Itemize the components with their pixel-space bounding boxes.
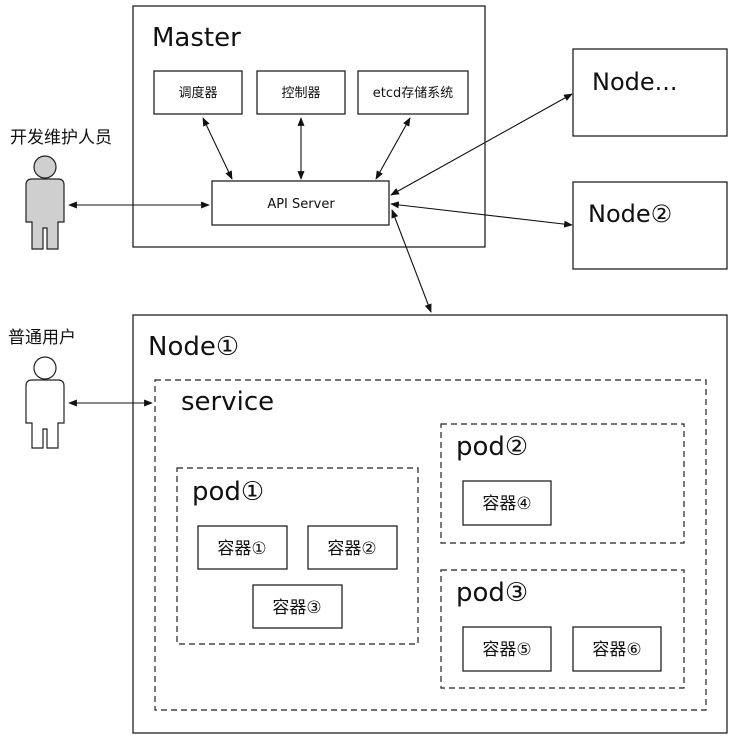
user-label: 普通用户 xyxy=(8,328,76,348)
arrow-api-node2 xyxy=(390,201,573,228)
pod3-label: pod③ xyxy=(456,578,528,608)
pod1-box: pod① 容器① 容器② 容器③ xyxy=(176,467,419,645)
component-scheduler: 调度器 xyxy=(153,70,243,115)
container-4-label: 容器④ xyxy=(482,494,531,514)
developer-label: 开发维护人员 xyxy=(10,128,112,148)
node2-label: Node② xyxy=(588,200,672,228)
developer-actor: 开发维护人员 xyxy=(10,128,112,250)
container-6: 容器⑥ xyxy=(572,626,662,672)
component-etcd: etcd存储系统 xyxy=(357,70,469,115)
api-server-box: API Server xyxy=(211,180,390,226)
container-2: 容器② xyxy=(307,525,398,570)
service-box: service xyxy=(154,379,707,711)
developer-person-icon xyxy=(25,155,65,250)
arrow-api-node1 xyxy=(391,209,432,313)
user-person-icon xyxy=(25,356,65,449)
node1-label: Node① xyxy=(148,332,239,362)
api-server-label: API Server xyxy=(267,197,335,212)
component-etcd-label: etcd存储系统 xyxy=(373,86,454,101)
node2-box: Node② xyxy=(572,181,728,270)
component-scheduler-label: 调度器 xyxy=(178,85,217,101)
pod3-box: pod③ 容器⑤ 容器⑥ xyxy=(440,569,685,689)
container-5: 容器⑤ xyxy=(462,626,552,672)
arrow-api-node-more xyxy=(390,93,573,196)
pod2-box: pod② 容器④ xyxy=(440,423,685,544)
container-3-label: 容器③ xyxy=(272,598,321,618)
container-5-label: 容器⑤ xyxy=(482,640,531,660)
container-1: 容器① xyxy=(197,525,288,570)
container-3: 容器③ xyxy=(252,584,343,629)
container-6-label: 容器⑥ xyxy=(592,640,641,660)
component-controller-label: 控制器 xyxy=(281,86,320,101)
container-1-label: 容器① xyxy=(217,539,266,559)
node-more-label: Node... xyxy=(592,68,678,96)
node-more-box: Node... xyxy=(572,48,728,137)
connectors xyxy=(68,93,573,407)
container-2-label: 容器② xyxy=(327,539,376,559)
master-title: Master xyxy=(152,23,241,53)
user-actor: 普通用户 xyxy=(8,328,76,449)
container-4: 容器④ xyxy=(462,480,552,526)
pod1-label: pod① xyxy=(192,477,264,507)
pod2-label: pod② xyxy=(456,432,528,462)
arrow-scheduler-api xyxy=(202,117,233,180)
component-controller: 控制器 xyxy=(256,70,346,115)
service-label: service xyxy=(181,387,274,417)
